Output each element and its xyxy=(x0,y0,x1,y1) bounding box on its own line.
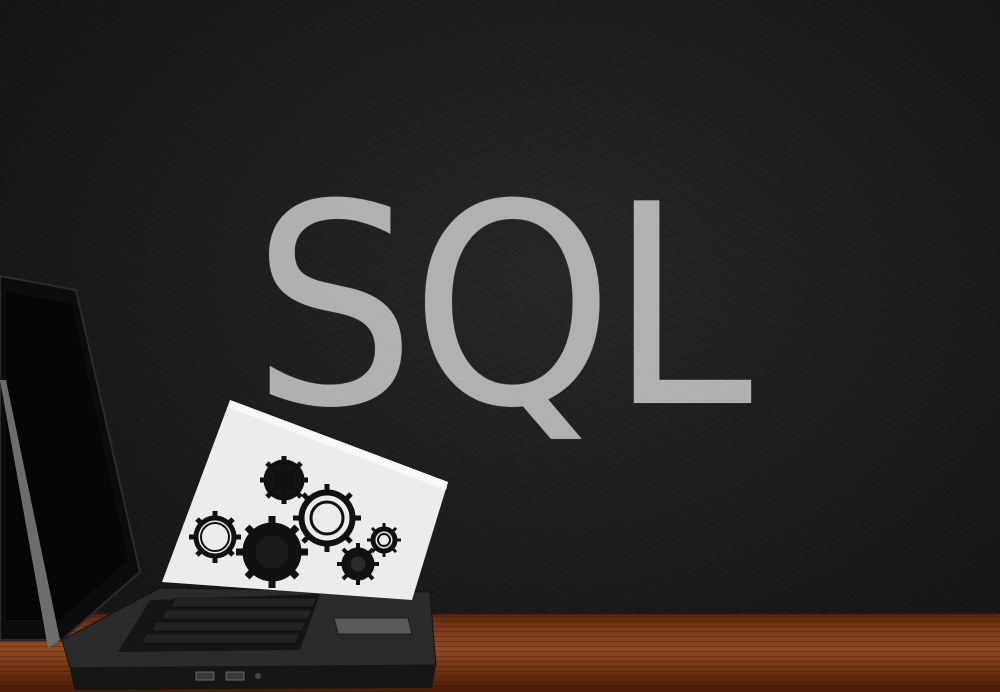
chalkboard-text: SQL xyxy=(252,145,752,469)
chalkboard xyxy=(0,0,1000,620)
